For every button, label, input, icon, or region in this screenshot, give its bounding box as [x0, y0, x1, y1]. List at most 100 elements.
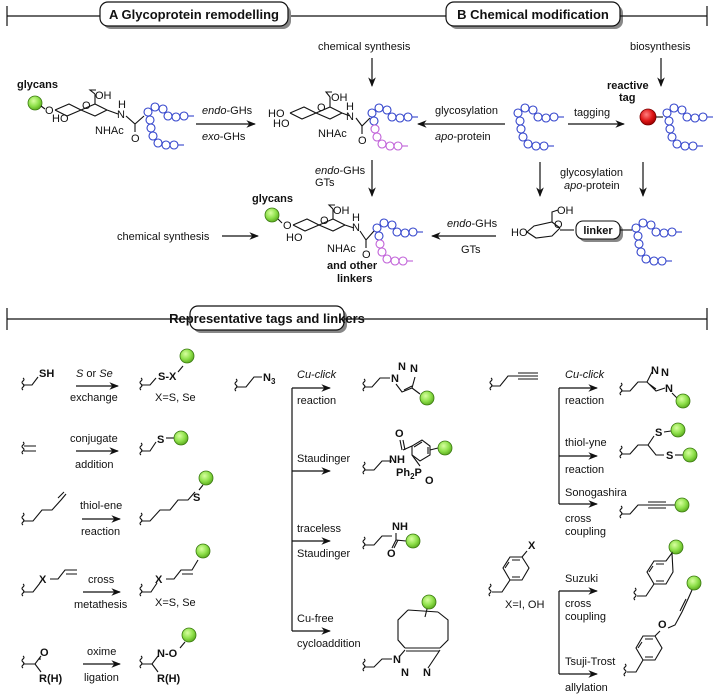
chemical-synthesis-top-label: chemical synthesis — [318, 41, 411, 53]
svg-text:Sonogashira: Sonogashira — [565, 487, 628, 499]
svg-text:glycans: glycans — [252, 193, 293, 205]
tag-sphere-icon — [421, 594, 437, 610]
svg-text:X=S, Se: X=S, Se — [155, 392, 196, 404]
tag-sphere-icon — [668, 539, 684, 555]
product-tsuji-trost: O — [623, 575, 702, 677]
svg-text:HO: HO — [52, 113, 69, 125]
svg-text:SH: SH — [39, 368, 54, 380]
tag-sphere-icon — [195, 543, 211, 559]
svg-text:S: S — [666, 450, 673, 462]
section-b-header: B Chemical modification — [445, 1, 708, 29]
svg-text:tagging: tagging — [574, 107, 610, 119]
svg-text:cycloaddition: cycloaddition — [297, 638, 361, 650]
svg-text:O: O — [395, 428, 404, 440]
svg-text:Suzuki: Suzuki — [565, 573, 598, 585]
svg-text:NHAc: NHAc — [318, 128, 347, 140]
product-suzuki — [633, 539, 684, 601]
linker-label: linker — [583, 225, 613, 237]
svg-text:S: S — [157, 434, 164, 446]
tag-sphere-icon — [675, 393, 691, 409]
tag-row-thiol-exchange: SH S or Se exchange S-X X=S, Se — [21, 348, 196, 404]
svg-text:O: O — [317, 102, 326, 114]
svg-text:HO: HO — [268, 108, 285, 120]
svg-text:GTs: GTs — [461, 244, 481, 256]
svg-text:O: O — [358, 135, 367, 147]
svg-text:oxime: oxime — [87, 646, 116, 658]
svg-text:linkers: linkers — [337, 273, 372, 285]
svg-text:X: X — [39, 574, 47, 586]
product-thiol-yne: S S — [619, 422, 698, 463]
svg-text:H: H — [352, 212, 360, 224]
svg-text:exo-GHs: exo-GHs — [202, 131, 246, 143]
svg-text:N: N — [398, 361, 406, 373]
svg-text:HO: HO — [273, 118, 290, 130]
svg-text:cross: cross — [565, 513, 592, 525]
svg-text:metathesis: metathesis — [74, 599, 128, 611]
svg-text:Cu-click: Cu-click — [565, 369, 605, 381]
svg-text:OH: OH — [557, 205, 574, 217]
tag-azide-branches: N3 Cu-click reaction Staudinger traceles… — [234, 369, 361, 650]
tag-sphere-icon — [686, 575, 702, 591]
svg-text:O: O — [45, 105, 54, 117]
product-triazole-azide: N N N — [362, 361, 435, 406]
svg-text:N: N — [117, 109, 125, 121]
svg-text:thiol-ene: thiol-ene — [80, 500, 122, 512]
tag-sphere-icon — [682, 447, 698, 463]
svg-text:N: N — [346, 111, 354, 123]
svg-text:N: N — [651, 365, 659, 377]
arrow-tagging: tagging — [568, 107, 625, 128]
svg-text:O: O — [554, 219, 563, 231]
svg-text:endo-GHs: endo-GHs — [202, 105, 253, 117]
tag-sphere-icon — [437, 440, 453, 456]
section-c-title: Representative tags and linkers — [169, 311, 365, 326]
svg-text:N: N — [661, 367, 669, 379]
product-traceless-staudinger: NH O — [362, 521, 421, 560]
tagged-protein-chain — [662, 103, 714, 151]
svg-text:X: X — [528, 540, 536, 552]
and-other-linkers-label: and other — [327, 260, 378, 272]
svg-text:conjugate: conjugate — [70, 433, 118, 445]
svg-text:glycosylation: glycosylation — [560, 167, 623, 179]
svg-text:H: H — [346, 101, 354, 113]
svg-text:O: O — [387, 548, 396, 560]
glycoprotein-left: glycans O OH HO NHAc O H N O — [17, 79, 195, 150]
tag-sphere-icon — [419, 390, 435, 406]
svg-text:thiol-yne: thiol-yne — [565, 437, 607, 449]
svg-text:coupling: coupling — [565, 611, 606, 623]
tag-row-thiol-ene: thiol-ene reaction S — [21, 470, 214, 538]
svg-text:ligation: ligation — [84, 672, 119, 684]
svg-text:addition: addition — [75, 459, 114, 471]
chemical-synthesis-left-label: chemical synthesis — [117, 231, 210, 243]
section-a-title: A Glycoprotein remodelling — [109, 7, 279, 22]
tag-aryl-substrate: X X=I, OH — [488, 540, 544, 611]
glycan-chain-pink — [367, 103, 419, 151]
svg-text:apo-protein: apo-protein — [564, 180, 620, 192]
tag-sphere-icon — [179, 348, 195, 364]
glycan-chain — [143, 102, 195, 150]
tag-sphere-icon — [674, 497, 690, 513]
svg-text:OH: OH — [331, 92, 348, 104]
tag-sphere-icon — [405, 533, 421, 549]
svg-text:R(H): R(H) — [39, 673, 63, 685]
svg-text:OH: OH — [333, 205, 350, 217]
glycan-sphere-icon — [27, 95, 43, 111]
svg-text:X: X — [155, 574, 163, 586]
biosynthesis-label: biosynthesis — [630, 41, 691, 53]
tag-row-cross-metathesis: X cross metathesis X X=S, Se — [21, 543, 211, 611]
svg-text:NHAc: NHAc — [327, 243, 356, 255]
svg-text:O: O — [82, 100, 91, 112]
svg-text:allylation: allylation — [565, 682, 608, 694]
section-a-header: A Glycoprotein remodelling — [6, 1, 446, 29]
glycans-label: glycans — [17, 79, 58, 91]
azide-label: N3 — [263, 372, 276, 386]
tag-sphere-icon — [198, 470, 214, 486]
product-staudinger: NH O Ph2P O — [362, 428, 453, 487]
arrow-endo-gts-left: endo-GHs GTs — [431, 218, 498, 256]
svg-text:S: S — [655, 427, 662, 439]
svg-text:traceless: traceless — [297, 523, 342, 535]
svg-text:Ph2P: Ph2P — [396, 467, 422, 481]
svg-text:S-X: S-X — [158, 371, 177, 383]
svg-text:O: O — [362, 249, 371, 261]
svg-text:NHAc: NHAc — [95, 125, 124, 137]
